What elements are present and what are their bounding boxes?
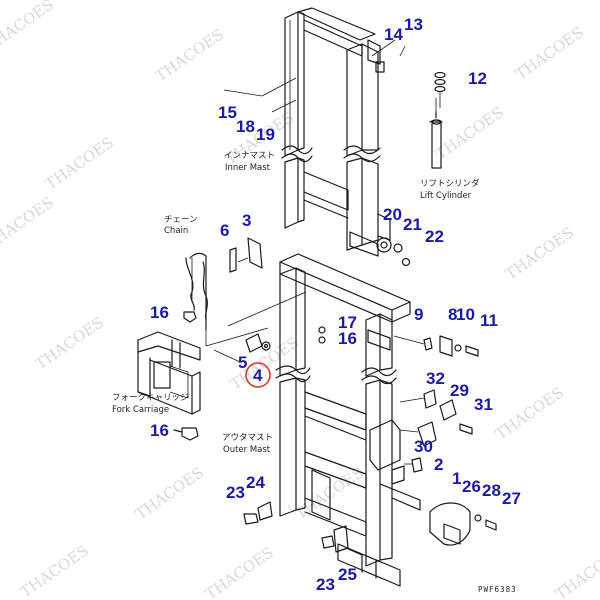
- callout-16-mid[interactable]: 16: [338, 329, 357, 348]
- callout-28[interactable]: 28: [482, 481, 501, 500]
- parts-1-26-28-27: [429, 502, 497, 546]
- bolts-16: [173, 311, 199, 441]
- watermark: THACOES: [32, 313, 107, 373]
- part-2: [404, 457, 423, 473]
- callout-27[interactable]: 27: [502, 489, 521, 508]
- callout-29[interactable]: 29: [450, 381, 469, 400]
- chain-pins: [229, 237, 263, 273]
- lift-cylinder-label-en: Lift Cylinder: [420, 191, 472, 201]
- watermark: THACOES: [0, 193, 57, 253]
- watermark: THACOES: [42, 133, 117, 193]
- inner-mast: [281, 7, 391, 257]
- callout-11[interactable]: 11: [480, 311, 498, 330]
- chain-label-en: Chain: [164, 226, 188, 236]
- callout-3[interactable]: 3: [242, 211, 251, 230]
- callout-5[interactable]: 5: [238, 353, 247, 372]
- callout-18[interactable]: 18: [236, 117, 255, 136]
- drawing-code: PWF6383: [478, 585, 517, 594]
- callout-6[interactable]: 6: [220, 221, 229, 240]
- callout-25[interactable]: 25: [338, 565, 357, 584]
- callout-8[interactable]: 8: [448, 305, 457, 324]
- callout-23-left[interactable]: 23: [226, 483, 245, 502]
- inner-mast-label-en: Inner Mast: [225, 163, 271, 173]
- watermark: THACOES: [552, 543, 600, 600]
- callout-numbers: 13 14 12 15 18 19 20 21 22 6 3 16 17 16 …: [150, 15, 521, 594]
- watermark: THACOES: [502, 223, 577, 283]
- outer-mast: [275, 253, 421, 587]
- callout-13[interactable]: 13: [404, 15, 423, 34]
- watermark: THACOES: [492, 383, 567, 443]
- callout-16-lower-left[interactable]: 16: [150, 421, 169, 440]
- chain-label-jp: チェーン: [164, 215, 198, 225]
- chain: [185, 252, 209, 346]
- callout-21[interactable]: 21: [403, 215, 422, 234]
- outer-mast-label-jp: アウタマスト: [222, 433, 273, 443]
- callout-9[interactable]: 9: [414, 305, 423, 324]
- callout-14[interactable]: 14: [384, 25, 403, 44]
- fork-carriage: [137, 331, 201, 415]
- callout-10[interactable]: 10: [456, 305, 475, 324]
- callout-20[interactable]: 20: [383, 205, 402, 224]
- watermark: THACOES: [152, 25, 227, 85]
- mast-roller: [376, 237, 411, 267]
- watermark: THACOES: [432, 103, 507, 163]
- parts-9-8-10-11: [393, 335, 479, 357]
- callout-22[interactable]: 22: [425, 227, 444, 246]
- chain-adjuster: [245, 333, 271, 353]
- text-labels: インナマスト Inner Mast リフトシリンダ Lift Cylinder …: [112, 151, 517, 594]
- callout-19[interactable]: 19: [256, 125, 275, 144]
- callout-30[interactable]: 30: [414, 437, 433, 456]
- parts-32-29-31-30: [399, 389, 473, 447]
- callout-2[interactable]: 2: [434, 455, 443, 474]
- callout-26[interactable]: 26: [462, 477, 481, 496]
- watermark: THACOES: [17, 541, 92, 600]
- chain-guide-panel: [205, 291, 307, 363]
- callout-24[interactable]: 24: [246, 473, 265, 492]
- callout-23-bottom[interactable]: 23: [316, 575, 335, 594]
- inner-mast-label-jp: インナマスト: [224, 151, 275, 161]
- lift-cylinder: [429, 71, 446, 169]
- fork-carriage-label-en: Fork Carriage: [112, 405, 169, 415]
- watermark: THACOES: [512, 23, 587, 83]
- washers-17: [318, 326, 326, 344]
- callout-32[interactable]: 32: [426, 369, 445, 388]
- leader-lines: [223, 39, 406, 113]
- watermark: THACOES: [202, 543, 277, 600]
- callout-12[interactable]: 12: [468, 69, 487, 88]
- watermark: THACOES: [0, 0, 57, 55]
- outer-mast-label-en: Outer Mast: [223, 445, 271, 455]
- fork-carriage-label-jp: フォークキャリッジ: [112, 393, 189, 403]
- callout-1[interactable]: 1: [452, 469, 461, 488]
- parts-23-24-25: [243, 501, 349, 553]
- callout-31[interactable]: 31: [474, 395, 493, 414]
- callout-17[interactable]: 17: [338, 313, 357, 332]
- watermark: THACOES: [132, 463, 207, 523]
- callout-16-upper-left[interactable]: 16: [150, 303, 169, 322]
- lift-cylinder-label-jp: リフトシリンダ: [420, 178, 480, 189]
- callout-15[interactable]: 15: [218, 103, 237, 122]
- highlight-ring[interactable]: [245, 362, 271, 388]
- callout-4[interactable]: 4: [253, 366, 263, 385]
